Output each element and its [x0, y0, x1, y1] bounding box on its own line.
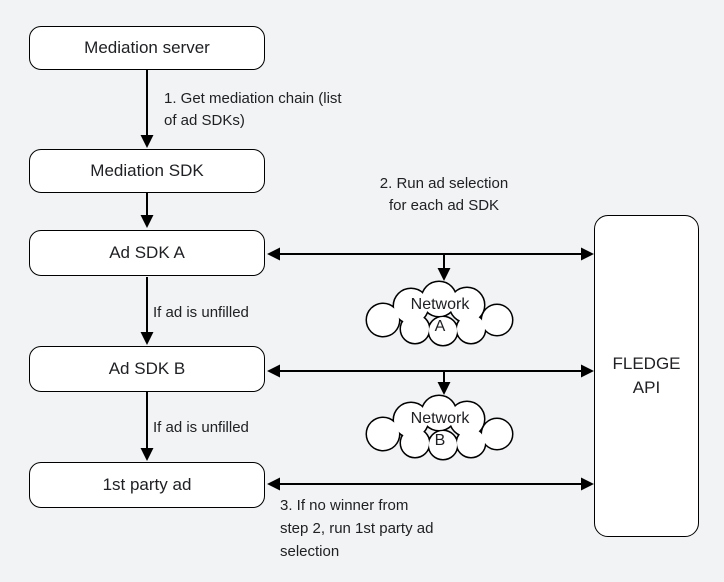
node-ad-sdk-b: Ad SDK B	[29, 346, 265, 392]
node-mediation-sdk: Mediation SDK	[29, 149, 265, 193]
network-b-label: Network B	[410, 410, 470, 449]
node-first-party-ad: 1st party ad	[29, 462, 265, 508]
annotation-step3: 3. If no winner from step 2, run 1st par…	[280, 497, 434, 560]
network-a-cloud	[365, 280, 514, 347]
network-a-label: Network A	[410, 296, 470, 335]
annotation-step1: 1. Get mediation chain (list of ad SDKs)	[164, 90, 342, 129]
annotation-if-unfilled-a: If ad is unfilled	[153, 304, 249, 321]
node-fledge-api: FLEDGE API	[594, 215, 699, 537]
node-mediation-server: Mediation server	[29, 26, 265, 70]
annotation-step2: 2. Run ad selection for each ad SDK	[379, 175, 509, 214]
annotation-if-unfilled-b: If ad is unfilled	[153, 419, 249, 436]
network-b-cloud	[365, 394, 514, 461]
node-ad-sdk-a: Ad SDK A	[29, 230, 265, 276]
